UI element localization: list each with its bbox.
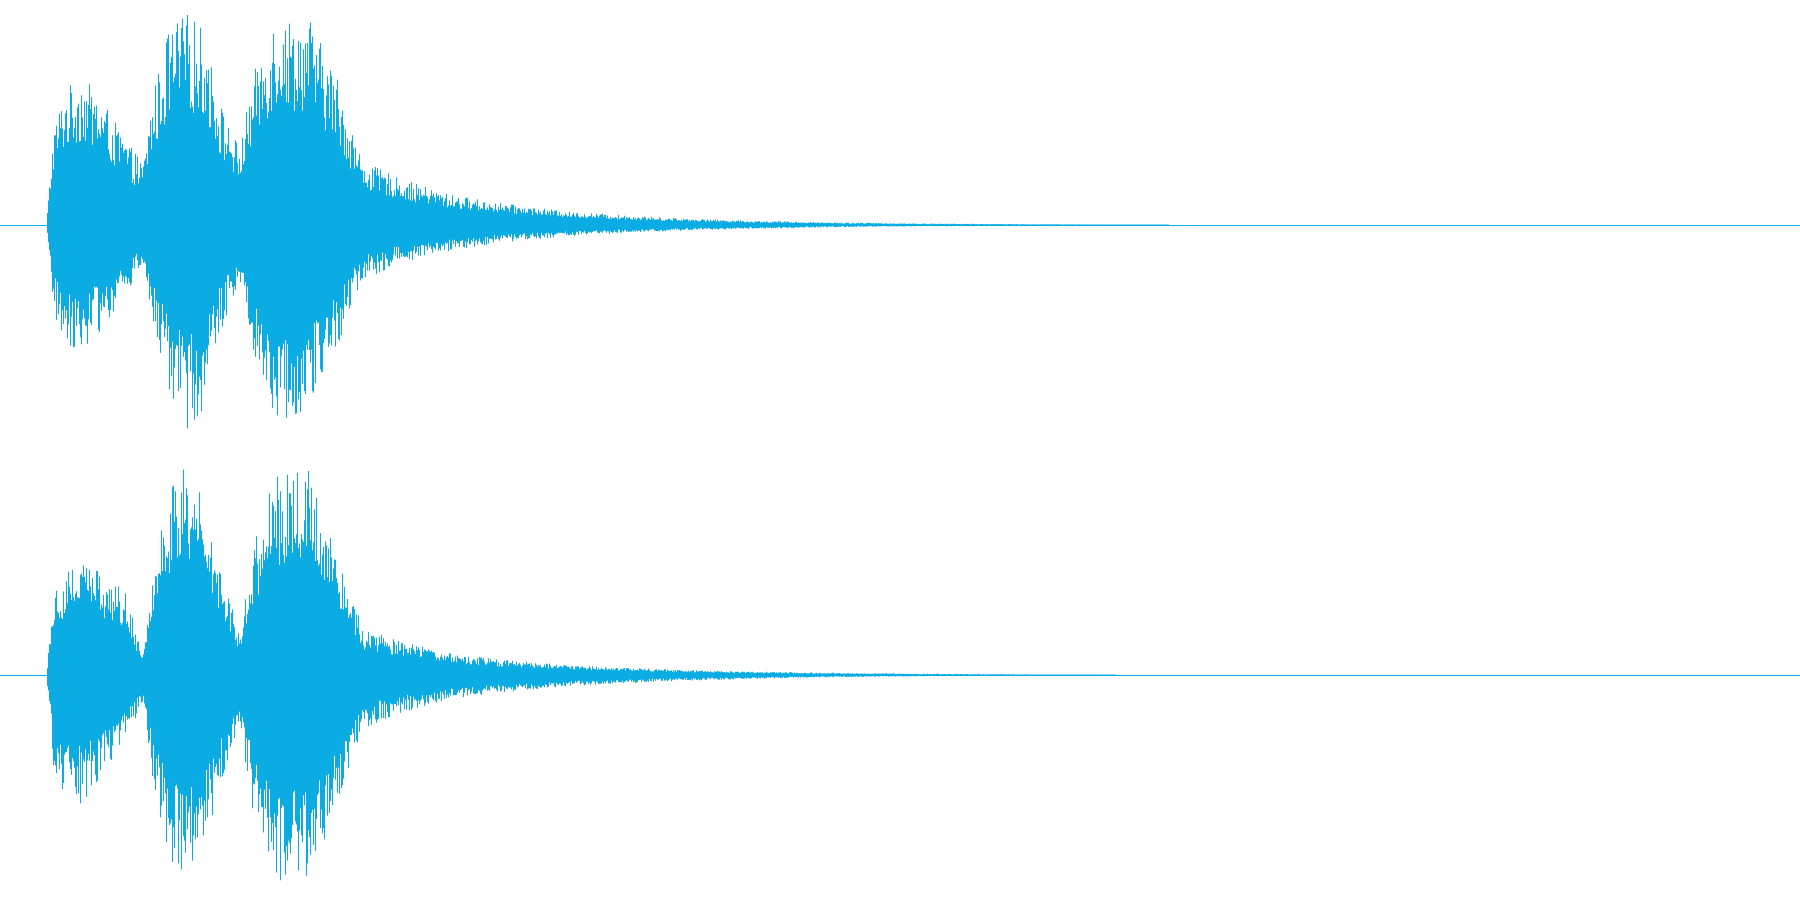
- waveform-samples: [47, 469, 1116, 881]
- channel-2-waveform: [0, 469, 1800, 881]
- waveform-samples: [47, 15, 1169, 429]
- channel-1-waveform: [0, 15, 1800, 429]
